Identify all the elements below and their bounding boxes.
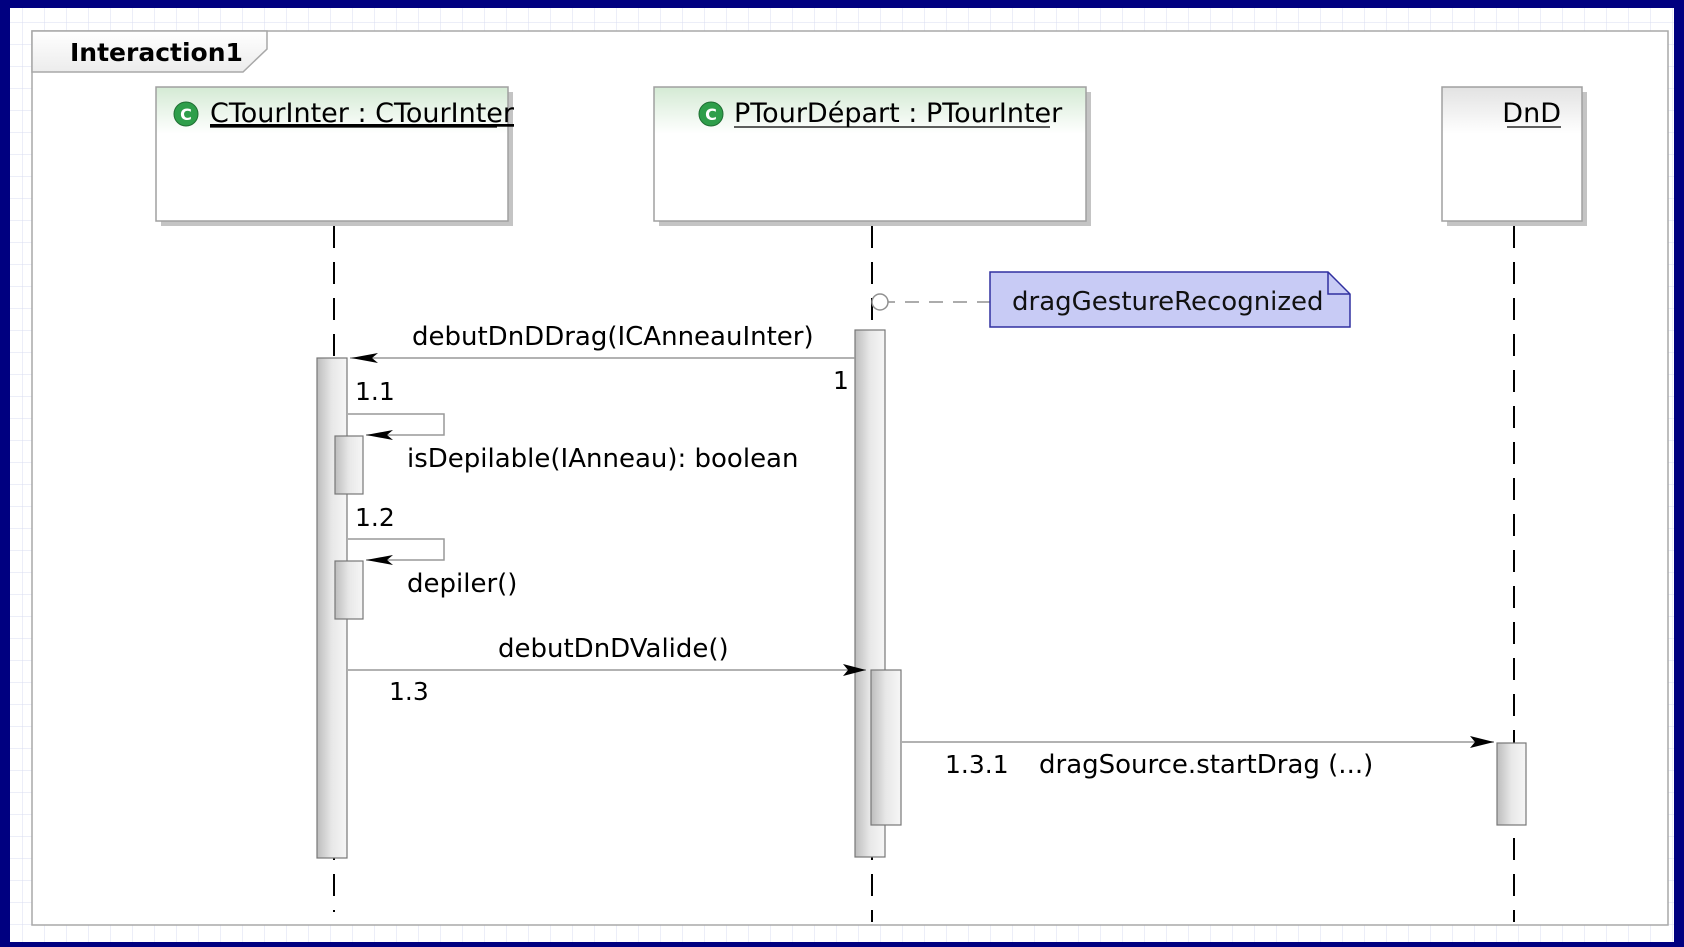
svg-text:C: C [180, 105, 192, 124]
message-seq: 1 [833, 366, 849, 395]
message-1-3[interactable]: debutDnDValide() 1.3 [348, 634, 866, 706]
lifeline-ptourdepart[interactable]: C PTourDépart : PTourInter [653, 86, 1091, 922]
note-anchor-circle [871, 293, 889, 311]
message-seq: 1.3 [389, 677, 429, 706]
note-shape [989, 271, 1351, 328]
lifeline-label-ctourinter: CTourInter : CTourInter [210, 98, 515, 129]
note-drag-gesture[interactable]: dragGestureRecognized [871, 271, 1351, 328]
activation-isdepilable [334, 435, 364, 495]
lifeline-dnd[interactable]: DnD [1441, 86, 1587, 922]
lifeline-label-ptourdepart: PTourDépart : PTourInter [734, 98, 1063, 129]
message-label: dragSource.startDrag (...) [1039, 750, 1373, 780]
frame-title: Interaction1 [70, 38, 243, 67]
message-seq: 1.2 [355, 503, 395, 532]
message-seq: 1.3.1 [945, 750, 1009, 779]
class-c-icon: C [698, 101, 724, 127]
lifeline-head-ptourdepart [653, 86, 1087, 222]
message-label: debutDnDDrag(ICAnneauInter) [412, 322, 814, 352]
note-text: dragGestureRecognized [1012, 287, 1324, 317]
message-label: debutDnDValide() [498, 634, 729, 664]
lifeline-head-ctourinter [155, 86, 509, 222]
message-seq: 1.1 [355, 377, 395, 406]
message-1-3-1[interactable]: 1.3.1 dragSource.startDrag (...) [902, 736, 1494, 780]
lifeline-head-dnd [1441, 86, 1583, 222]
lifeline-ctourinter[interactable]: C CTourInter : CTourInter [155, 86, 515, 912]
class-c-icon: C [173, 101, 199, 127]
frame-title-tab [31, 30, 268, 73]
svg-text:C: C [705, 105, 717, 124]
message-label: isDepilable(IAnneau): boolean [407, 444, 798, 474]
message-1-1[interactable]: 1.1 isDepilable(IAnneau): boolean [348, 377, 798, 474]
activation-depiler [334, 560, 364, 620]
message-1[interactable]: debutDnDDrag(ICAnneauInter) 1 [350, 322, 855, 395]
activation-debutdndvalide [870, 669, 902, 826]
message-1-2[interactable]: 1.2 depiler() [348, 503, 517, 599]
message-label: depiler() [407, 569, 517, 599]
activation-dnd [1496, 742, 1527, 826]
lifeline-label-dnd: DnD [1502, 98, 1561, 129]
